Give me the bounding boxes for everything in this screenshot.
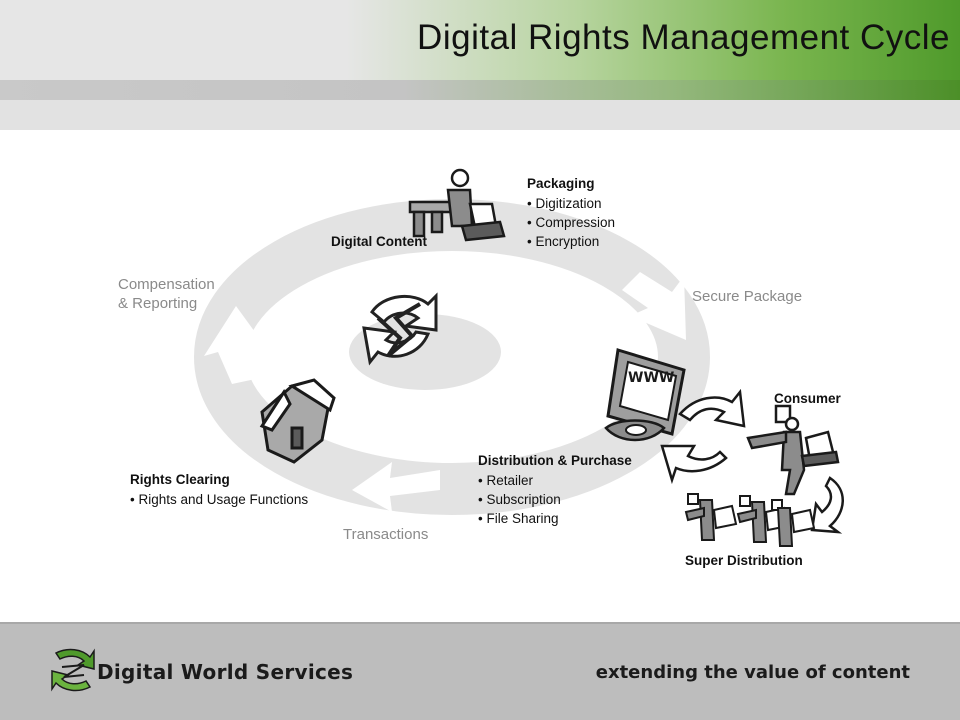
packaging-list: Digitization Compression Encryption [527, 194, 615, 251]
secure-package-arrow-icon [622, 272, 686, 340]
dws-logo-icon [51, 648, 95, 692]
compensation-line: & Reporting [118, 294, 198, 312]
secure-package-label: Secure Package [692, 288, 803, 305]
distribution-item: Retailer [478, 471, 561, 490]
transactions-label: Transactions [343, 526, 429, 543]
digital-content-icon [408, 168, 506, 242]
distribution-item: Subscription [478, 490, 560, 509]
recycle-icon [362, 292, 438, 366]
distribution-heading: Distribution & Purchase [478, 453, 632, 468]
compensation-label: Compensation & Reporting [118, 276, 215, 314]
to-consumer-arrow-icon [678, 388, 746, 428]
drm-cycle-diagram: WWW [194, 168, 844, 547]
digital-content-label: Digital Content [331, 234, 427, 249]
consumer-icon [746, 404, 840, 496]
packaging-item: Digitization [527, 194, 615, 213]
consumer-label: Consumer [774, 391, 841, 406]
house-icon [259, 378, 336, 464]
brand-name: Digital World Services [97, 660, 354, 684]
packaging-item: Encryption [527, 232, 615, 251]
rights-clearing-heading: Rights Clearing [130, 472, 230, 487]
packaging-heading: Packaging [527, 176, 595, 191]
www-monitor-icon: WWW [604, 348, 686, 442]
footer-divider [0, 622, 960, 624]
header-band [0, 80, 960, 100]
header-sub-band [0, 100, 960, 130]
compensation-line: Compensation [118, 276, 215, 293]
distribution-item: File Sharing [478, 509, 561, 528]
transactions-arrow-icon [352, 462, 440, 512]
title-bar: Digital Rights Management Cycle [0, 0, 960, 80]
rights-clearing-list: Rights and Usage Functions [130, 490, 308, 509]
compensation-arrow-icon [204, 306, 268, 384]
www-text: WWW [628, 370, 674, 386]
footer-bar [0, 622, 960, 720]
from-consumer-arrow-icon [660, 444, 728, 485]
to-super-distribution-arrow-icon [810, 476, 844, 534]
super-distribution-icon [684, 493, 816, 547]
tagline: extending the value of content [595, 662, 910, 683]
packaging-item: Compression [527, 213, 615, 232]
super-distribution-label: Super Distribution [685, 553, 803, 568]
rights-clearing-item: Rights and Usage Functions [130, 490, 308, 509]
slide-title: Digital Rights Management Cycle [417, 18, 950, 57]
distribution-list: Retailer Subscription File Sharing [478, 471, 561, 528]
